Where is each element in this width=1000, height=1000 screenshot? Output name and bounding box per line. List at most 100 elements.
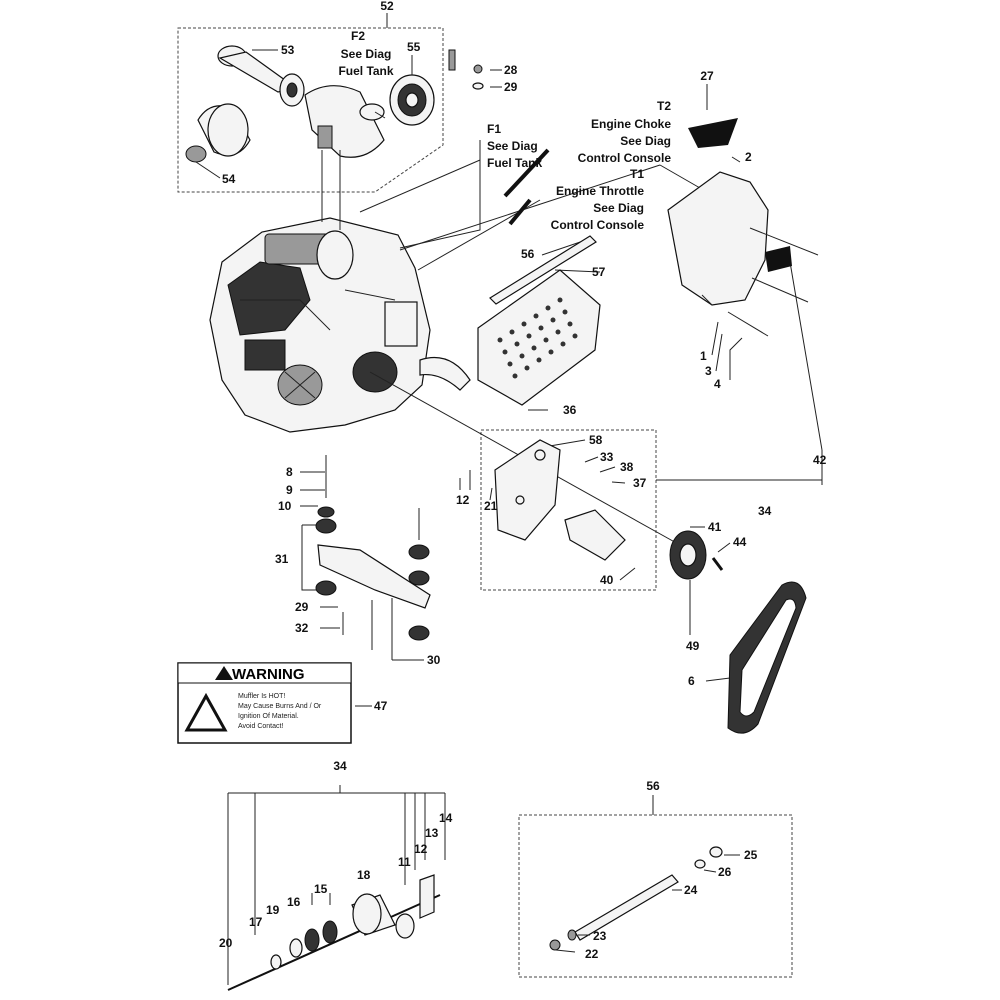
fuel-line-assembly	[549, 846, 740, 953]
callout-13: 13	[425, 826, 439, 840]
washer-29-top	[472, 82, 484, 90]
warning-title: WARNING	[232, 666, 305, 683]
air-cleaner-cover	[389, 74, 435, 126]
vibration-mounts	[315, 506, 430, 641]
svg-text:T2: T2	[657, 99, 671, 113]
callout-44: 44	[733, 535, 747, 549]
spindle-housing	[351, 893, 396, 936]
throttle-cable	[508, 198, 532, 226]
ref-f1: F1 See Diag Fuel Tank	[487, 122, 542, 170]
callout-56-top: 56	[521, 247, 535, 261]
callout-47: 47	[374, 699, 388, 713]
fastener-stack	[448, 49, 456, 71]
callout-9: 9	[286, 483, 293, 497]
svg-text:T1: T1	[630, 167, 644, 181]
bearing-set	[270, 920, 338, 970]
leader-42	[789, 261, 823, 480]
warning-line-2: May Cause Burns And / Or	[238, 703, 322, 710]
leader-t2	[399, 164, 701, 251]
svg-text:See Diag: See Diag	[487, 139, 538, 153]
leader-31	[301, 524, 322, 591]
callout-25: 25	[744, 848, 758, 862]
leader-8-9-10	[300, 471, 325, 507]
leader-57	[554, 269, 601, 273]
hot-surface-icon	[184, 692, 228, 732]
callout-37: 37	[633, 476, 647, 490]
svg-text:Engine Throttle: Engine Throttle	[556, 184, 644, 198]
callout-6: 6	[688, 674, 695, 688]
callout-27: 27	[700, 69, 714, 83]
callout-24: 24	[684, 883, 698, 897]
leader-6	[705, 677, 731, 682]
leader-2	[731, 156, 741, 163]
callout-34-bottom: 34	[333, 759, 347, 773]
callout-33: 33	[600, 450, 614, 464]
decal-42	[765, 246, 792, 272]
callout-40: 40	[600, 573, 614, 587]
tensioner-assembly-40	[564, 509, 626, 561]
spindle-assembly-34-leaders	[227, 785, 446, 985]
svg-text:See Diag: See Diag	[341, 47, 392, 61]
warning-line-3: Ignition Of Material.	[238, 713, 299, 720]
svg-text:Control Console: Control Console	[551, 218, 645, 232]
callout-10: 10	[278, 499, 292, 513]
callout-3: 3	[705, 364, 712, 378]
callout-22: 22	[585, 947, 599, 961]
callout-23: 23	[593, 929, 607, 943]
air-cleaner-housing	[304, 85, 385, 158]
spindle-shaft	[227, 894, 441, 991]
belt-guard	[667, 171, 769, 306]
callout-11: 11	[398, 855, 411, 869]
air-filter-element	[217, 45, 305, 107]
callout-18: 18	[357, 868, 371, 882]
decal-27	[688, 118, 738, 148]
leader-33	[584, 456, 599, 463]
callout-29-top: 29	[504, 80, 518, 94]
warning-decal: WARNING Muffler Is HOT! May Cause Burns …	[177, 662, 352, 744]
leader-34a	[656, 479, 823, 485]
callout-20: 20	[219, 936, 233, 950]
svg-text:See Diag: See Diag	[620, 134, 671, 148]
callout-57: 57	[592, 265, 606, 279]
callout-49: 49	[686, 639, 700, 653]
callout-32: 32	[295, 621, 309, 635]
callout-2: 2	[745, 150, 752, 164]
callout-54: 54	[222, 172, 236, 186]
callout-15: 15	[314, 882, 328, 896]
leader-f1	[359, 140, 481, 249]
leader-54	[195, 161, 221, 179]
callout-38: 38	[620, 460, 634, 474]
callout-55: 55	[407, 40, 421, 54]
filter-clamp	[185, 103, 251, 163]
callout-41: 41	[708, 520, 722, 534]
callout-28: 28	[504, 63, 518, 77]
callout-8: 8	[286, 465, 293, 479]
spindle-pulley	[395, 874, 435, 939]
choke-cable	[503, 148, 550, 198]
callout-30: 30	[427, 653, 441, 667]
muffler-guard	[477, 269, 601, 406]
pulley-bracket-group-box	[480, 429, 657, 591]
callout-42: 42	[813, 453, 827, 467]
callout-4: 4	[714, 377, 721, 391]
callout-29-bottom: 29	[295, 600, 309, 614]
callout-12-top: 12	[456, 493, 470, 507]
callout-34-top: 34	[758, 504, 772, 518]
callout-12-bottom: 12	[414, 842, 428, 856]
leader-12a	[459, 470, 471, 490]
callout-56-bottom: 56	[646, 779, 660, 793]
exhaust-pipe	[419, 356, 471, 391]
leader-52	[321, 150, 341, 230]
fuel-hose-56	[489, 235, 597, 305]
svg-text:Engine Choke: Engine Choke	[591, 117, 671, 131]
callout-26: 26	[718, 865, 732, 879]
warning-triangle-icon	[215, 666, 233, 680]
warning-line-4: Avoid Contact!	[238, 723, 283, 730]
callout-17: 17	[249, 915, 263, 929]
ref-f2: F2 See Diag Fuel Tank	[338, 29, 393, 78]
engine-mount-bracket	[317, 544, 431, 609]
air-filter-group-box	[177, 27, 444, 193]
leader-37	[611, 481, 626, 484]
svg-text:Fuel Tank: Fuel Tank	[487, 156, 542, 170]
leader-40	[619, 567, 636, 581]
